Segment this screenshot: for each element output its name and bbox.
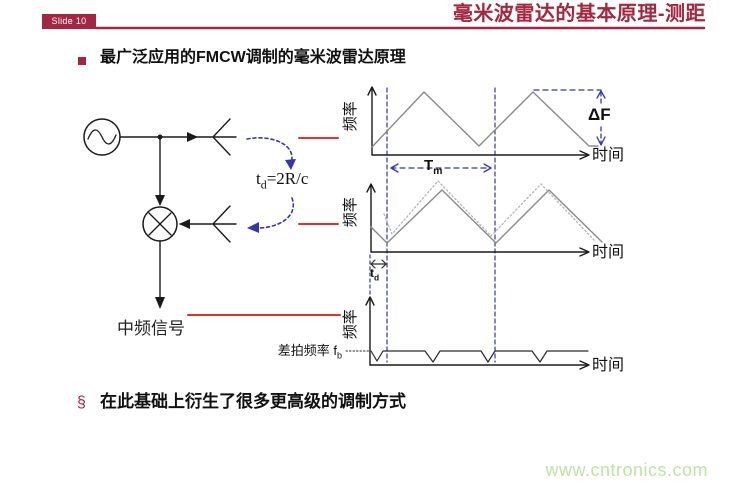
td-arrow-left	[370, 259, 376, 269]
slide-number-badge: Slide 10	[42, 14, 96, 29]
footer-bullet-text: 在此基础上衍生了很多更高级的调制方式	[100, 392, 406, 411]
delay-rest: =2R/c	[266, 169, 309, 188]
rx-arrowhead	[179, 219, 190, 229]
plot1-xlabel: 时间	[592, 147, 625, 164]
td-arrow-right	[381, 259, 387, 269]
footer-bullet-marker: §	[77, 394, 86, 411]
plot1-triangle-wave	[371, 91, 599, 148]
delay-base: t	[256, 169, 261, 188]
plot2-xlabel: 时间	[592, 244, 625, 261]
mixer-in-arrowhead	[155, 195, 165, 206]
delta-f-label: ΔF	[588, 105, 611, 124]
tm-arrow-left	[390, 163, 399, 173]
delay-arc-top-head	[285, 159, 296, 170]
td-base: t	[370, 266, 374, 280]
plot1-ylabel: 频率	[341, 101, 359, 132]
watermark-url: www.cntronics.com	[545, 460, 708, 480]
delay-formula-label: td=2R/c	[256, 169, 309, 192]
plot3-xaxis-arrow	[579, 360, 590, 370]
feed-arrowhead	[187, 132, 198, 142]
if-signal-label: 中频信号	[117, 319, 185, 338]
beat-sub: b	[336, 350, 342, 361]
df-arrow-down	[596, 136, 606, 146]
delay-sub: d	[260, 177, 267, 192]
tm-arrow-right	[483, 163, 492, 173]
delay-arc-bottom-head	[247, 222, 259, 233]
tm-period-label: Tm	[424, 157, 443, 178]
tm-sub: m	[433, 165, 443, 177]
bullet-marker	[78, 57, 86, 65]
td-sub: d	[374, 272, 380, 283]
df-arrow-up	[596, 90, 606, 99]
plot3-xlabel: 时间	[592, 357, 625, 374]
page-title: 毫米波雷达的基本原理-测距	[452, 3, 706, 25]
beat-frequency-label: 差拍频率 fb	[258, 343, 342, 361]
tm-base: T	[424, 157, 434, 174]
plot3-ylabel: 频率	[341, 309, 359, 340]
bullet-main-text: 最广泛应用的FMCW调制的毫米波雷达原理	[100, 49, 406, 66]
junction-dot	[157, 134, 163, 140]
if-arrowhead	[155, 297, 165, 309]
plot3-beat-wave	[370, 350, 589, 363]
plot2-dotted-wave	[383, 180, 595, 241]
delay-arc-top	[246, 137, 293, 164]
plot2-yaxis-arrow	[366, 183, 376, 193]
plot2-xaxis-arrow	[579, 247, 590, 257]
plot2-ylabel: 频率	[341, 197, 359, 228]
td-delay-label: td	[370, 266, 380, 283]
plot1-xaxis-arrow	[579, 150, 590, 160]
plot1-yaxis-arrow	[367, 86, 377, 96]
plot2-solid-wave	[370, 189, 603, 244]
mixer-x2	[148, 212, 172, 236]
beat-text: 差拍频率 f	[277, 343, 337, 358]
plot3-yaxis-arrow	[365, 296, 375, 306]
oscillator-sine	[87, 129, 117, 145]
delay-arc-bottom	[253, 197, 295, 229]
